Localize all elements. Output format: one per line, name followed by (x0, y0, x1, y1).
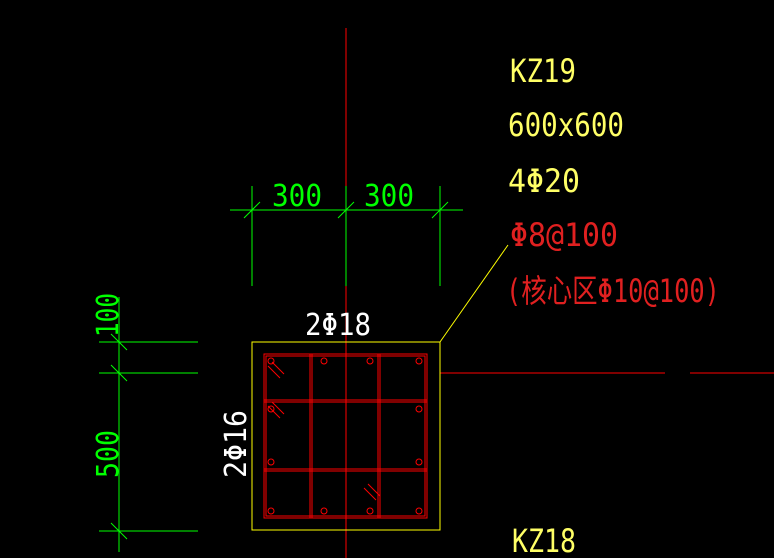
section-size-label: 600x600 (508, 106, 624, 144)
column-outline (251, 341, 441, 531)
hook-bottom-mid (363, 487, 377, 501)
rebar-bar (267, 405, 275, 413)
rebar-bar (366, 357, 374, 365)
top-tick-mid (337, 201, 355, 219)
corner-bars-label: 4Φ20 (508, 162, 580, 200)
rebar-bar (366, 507, 374, 515)
rebar-bar (415, 507, 423, 515)
hook-mid-left-2 (271, 401, 285, 415)
stirrup-label: Φ8@100 (510, 216, 618, 254)
left-dimension-lower-label: 500 (91, 430, 126, 478)
side-bars-label: 2Φ16 (219, 410, 254, 478)
top-tick-left (243, 201, 261, 219)
left-tick-bottom (110, 522, 128, 540)
top-dimension-right-label: 300 (364, 179, 414, 214)
hook-bottom-mid-2 (367, 483, 381, 497)
left-tick-top (110, 333, 128, 351)
rebar-bar (320, 507, 328, 515)
hook-top-left-2 (271, 361, 285, 375)
rebar-bar (267, 357, 275, 365)
rebar-cage (263, 353, 428, 519)
hook-mid-left (267, 405, 281, 419)
rebar-bar (267, 458, 275, 466)
leader-line (439, 244, 509, 343)
outer-stirrup (263, 353, 428, 519)
top-dimension-left-label: 300 (272, 179, 322, 214)
core-stirrup-label: (核心区Φ10@100) (506, 272, 720, 310)
rebar-bar (415, 405, 423, 413)
top-bars-label: 2Φ18 (305, 308, 371, 343)
rebar-bar (320, 357, 328, 365)
hook-top-left (267, 365, 281, 379)
outer-stirrup-inner (265, 355, 426, 517)
axis-lines (345, 28, 774, 558)
left-dimension-upper-label: 100 (91, 293, 126, 337)
rebar-bars (267, 357, 423, 515)
left-dimension-chain (99, 297, 198, 552)
top-tick-right (431, 201, 449, 219)
top-dimension-chain (230, 186, 463, 286)
rebar-bar (415, 458, 423, 466)
next-column-id-label: KZ18 (512, 522, 576, 558)
rebar-bar (415, 357, 423, 365)
column-id-label: KZ19 (510, 52, 576, 90)
rebar-bar (267, 507, 275, 515)
left-tick-mid (110, 364, 128, 382)
